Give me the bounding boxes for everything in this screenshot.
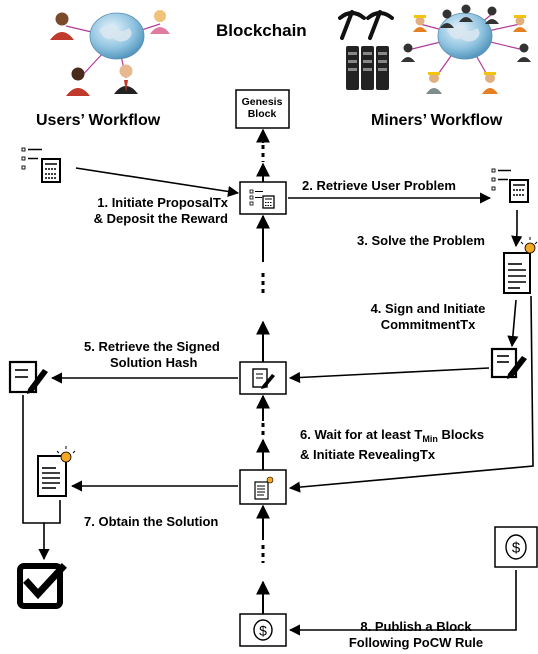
- miner-icon: [513, 15, 527, 32]
- step-7-label: 7. Obtain the Solution: [84, 514, 219, 529]
- block-revealing: [239, 469, 287, 505]
- miner-icon: [426, 72, 442, 94]
- step-5-label: 5. Retrieve the Signed Solution Hash: [84, 339, 220, 370]
- arrow-step-4: [507, 299, 519, 348]
- user-icon: [150, 10, 170, 34]
- arrow-commitment: [288, 367, 490, 384]
- block-commitment: [239, 361, 287, 395]
- miner-icon: [459, 4, 473, 22]
- step-8-label: 8. Publish a Block Following PoCW Rule: [348, 619, 484, 650]
- solution-doc-icon: [254, 476, 274, 500]
- server-rack-icon: [346, 46, 389, 90]
- user-icon: [50, 12, 74, 40]
- solution-doc-icon-user: [37, 446, 76, 497]
- workflow-arrows: [22, 167, 534, 636]
- miner-icon: [440, 9, 454, 28]
- user-icon: [114, 64, 138, 94]
- lightbulb-icon: [520, 237, 538, 254]
- proposal-list-icon-user: [21, 147, 61, 183]
- miner-icon: [517, 43, 531, 62]
- step-3-label: 3. Solve the Problem: [357, 233, 485, 248]
- solution-doc-icon-miner: [503, 237, 538, 294]
- arrow-step-6: [288, 295, 534, 493]
- step-4-label: 4. Sign and Initiate CommitmentTx: [370, 301, 486, 332]
- step-6-label: 6. Wait for at least TMin Blocks & Initi…: [300, 427, 485, 462]
- genesis-line-1: Genesis: [241, 96, 283, 108]
- proposal-doc-icon: [249, 189, 275, 209]
- miner-icon: [401, 43, 415, 62]
- genesis-block-box: [235, 89, 290, 129]
- coin-symbol: $: [259, 623, 267, 639]
- miner-icon: [413, 15, 427, 32]
- checkmark-icon: [17, 563, 67, 609]
- arrow-step-8: [288, 570, 517, 636]
- arrow-verify-left: [22, 395, 44, 524]
- signed-doc-icon: [252, 368, 275, 389]
- users-workflow-heading: Users’ Workflow: [36, 112, 161, 129]
- miner-icon: [485, 6, 499, 24]
- coin-icon: [253, 619, 273, 641]
- signed-doc-icon-miner: [490, 347, 527, 379]
- genesis-block-label: Genesis Block: [236, 96, 288, 120]
- lightbulb-icon: [56, 446, 76, 463]
- coin-symbol: $: [512, 540, 521, 557]
- arrow-step-3: [511, 210, 523, 248]
- block-proposal: [239, 181, 287, 215]
- miners-network-illustration: [338, 4, 531, 94]
- step-2-label: 2. Retrieve User Problem: [302, 178, 456, 193]
- arrow-step-1: [75, 167, 240, 197]
- signed-doc-icon-user: [8, 360, 48, 394]
- genesis-line-2: Block: [247, 108, 277, 120]
- pickaxe-icon: [338, 10, 394, 40]
- arrow-verify: [38, 500, 61, 561]
- diagram-title: Blockchain: [216, 21, 307, 40]
- user-icon: [66, 67, 90, 96]
- users-network-illustration: [50, 10, 170, 96]
- proposal-list-icon-miner: [491, 168, 529, 203]
- coin-icon-miner: [494, 526, 538, 568]
- miner-icon: [482, 72, 498, 94]
- miners-workflow-heading: Miners’ Workflow: [371, 112, 503, 129]
- step-1-label: 1. Initiate ProposalTx & Deposit the Rew…: [93, 195, 228, 226]
